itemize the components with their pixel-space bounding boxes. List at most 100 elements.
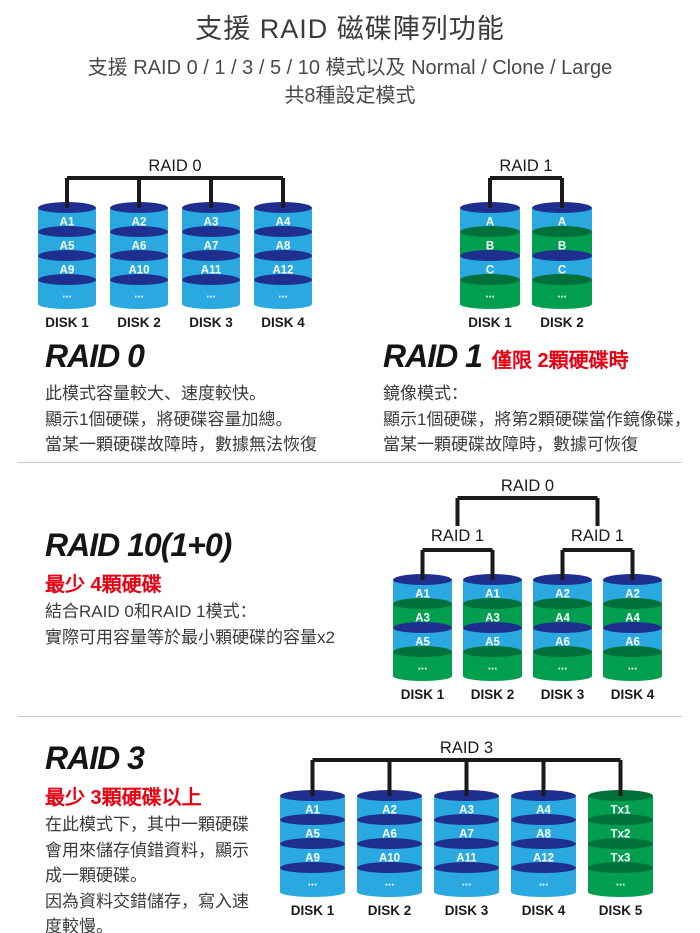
disk-label: DISK 1 — [45, 315, 89, 330]
disk-segment-label: ... — [418, 661, 428, 673]
disk-segment-label: A6 — [555, 637, 570, 649]
disk-segment-body — [280, 868, 345, 897]
disk-segment-label: A8 — [276, 241, 291, 253]
disk-segment-cap — [533, 622, 592, 634]
disk-cylinder: Tx1Tx2Tx3... — [588, 790, 653, 897]
disk-segment-cap — [393, 646, 452, 658]
disk-segment-label: A — [486, 217, 494, 229]
disk-cylinder: A1A3A5... — [463, 574, 522, 681]
disk-segment-label: Tx1 — [611, 805, 631, 817]
disk-segment-label: A1 — [415, 589, 430, 601]
disk-segment-body — [588, 868, 653, 897]
disk-segment-label: ... — [62, 289, 72, 301]
raid10-sub-label-left: RAID 1 — [430, 527, 485, 545]
disk-segment-label: A11 — [456, 853, 477, 865]
disk-segment-label: ... — [628, 661, 638, 673]
disk-cylinder: ABC... — [460, 202, 520, 309]
disk-segment-cap — [588, 838, 653, 850]
disk-cylinder: A3A7A11... — [182, 202, 240, 309]
disk-segment-body — [532, 280, 592, 309]
disk-segment-label: ... — [308, 877, 318, 889]
disk-segment-body — [182, 280, 240, 309]
disk-cylinder: A4A8A12... — [254, 202, 312, 309]
disk-segment-cap — [280, 862, 345, 874]
disk-segment-cap — [110, 250, 168, 262]
disk-cylinder: A3A7A11... — [434, 790, 499, 897]
disk-segment-label: A3 — [459, 805, 474, 817]
disk-segment-label: ... — [485, 289, 495, 301]
disk-segment-cap — [533, 598, 592, 610]
raid3-section: RAID 3 最少 3顆硬碟以上 在此模式下，其中一顆硬碟會用來儲存偵錯資料，顯… — [45, 740, 257, 933]
disk-segment-label: A5 — [485, 637, 500, 649]
disk-segment-label: A5 — [60, 241, 75, 253]
disk-segment-label: A7 — [459, 829, 474, 841]
disk-label: DISK 3 — [540, 687, 585, 702]
raid1-note: 僅限 2顆硬碟時 — [491, 350, 629, 372]
disk-segment-label: A2 — [132, 217, 147, 229]
disk-segment-cap — [182, 274, 240, 286]
disk-segment-label: A3 — [204, 217, 219, 229]
disk-segment-label: Tx2 — [611, 829, 631, 841]
disk-segment-cap — [254, 274, 312, 286]
disk-segment-label: C — [486, 265, 494, 277]
page-title: 支援 RAID 磁碟陣列功能 — [195, 14, 505, 44]
disk-segment-label: B — [558, 241, 566, 253]
disk-segment-label: A1 — [305, 805, 320, 817]
raid0-body-line: 當某一顆硬碟故障時，數據無法恢復 — [45, 435, 317, 454]
disk-segment-cap — [460, 226, 520, 238]
disk-segment-label: ... — [488, 661, 498, 673]
disk-cylinder: A2A6A10... — [357, 790, 422, 897]
disk-segment-cap — [460, 250, 520, 262]
disk-segment-label: A2 — [625, 589, 640, 601]
disk-cylinder: A2A4A6... — [603, 574, 662, 681]
raid1-body-line: 顯示1個硬碟，將第2顆硬碟當作鏡像碟， — [383, 409, 691, 429]
raid1-body-line: 鏡像模式： — [383, 384, 468, 403]
disk-cylinder: A4A8A12... — [511, 790, 576, 897]
raid10-top-label: RAID 0 — [500, 477, 555, 495]
disk-segment-cap — [254, 250, 312, 262]
disk-segment-label: A2 — [382, 805, 397, 817]
disk-segment-label: A4 — [555, 613, 570, 625]
disk-segment-label: ... — [278, 289, 288, 301]
disk-segment-cap — [357, 814, 422, 826]
disk-segment-label: Tx3 — [611, 853, 631, 865]
raid3-heading: RAID 3 — [45, 740, 145, 776]
disk-segment-label: ... — [557, 289, 567, 301]
disk-segment-body — [511, 868, 576, 897]
page-header: 支援 RAID 磁碟陣列功能 支援 RAID 0 / 1 / 3 / 5 / 1… — [0, 12, 700, 110]
disk-segment-cap — [511, 862, 576, 874]
raid3-diagram-label: RAID 3 — [439, 739, 494, 757]
disk-segment-label: A4 — [536, 805, 551, 817]
disk-cylinder: A1A5A9... — [38, 202, 96, 309]
disk-segment-cap — [393, 622, 452, 634]
disk-segment-cap — [511, 838, 576, 850]
disk-segment-label: A6 — [625, 637, 640, 649]
disk-segment-label: A7 — [204, 241, 219, 253]
disk-segment-body — [357, 868, 422, 897]
disk-segment-label: A12 — [272, 265, 293, 277]
disk-segment-label: A6 — [132, 241, 147, 253]
disk-segment-cap — [603, 598, 662, 610]
disk-segment-cap — [463, 598, 522, 610]
disk-segment-label: ... — [206, 289, 216, 301]
disk-segment-cap — [463, 622, 522, 634]
disk-segment-cap — [532, 226, 592, 238]
disk-segment-label: A11 — [201, 265, 222, 277]
disk-segment-label: A3 — [485, 613, 500, 625]
disk-cylinder: A1A5A9... — [280, 790, 345, 897]
disk-cylinder: A2A6A10... — [110, 202, 168, 309]
disk-segment-cap — [588, 814, 653, 826]
disk-segment-label: A — [558, 217, 566, 229]
disk-segment-label: ... — [539, 877, 549, 889]
disk-segment-cap — [182, 226, 240, 238]
raid10-section: RAID 10(1+0) 最少 4顆硬碟 結合RAID 0和RAID 1模式： … — [45, 527, 390, 650]
